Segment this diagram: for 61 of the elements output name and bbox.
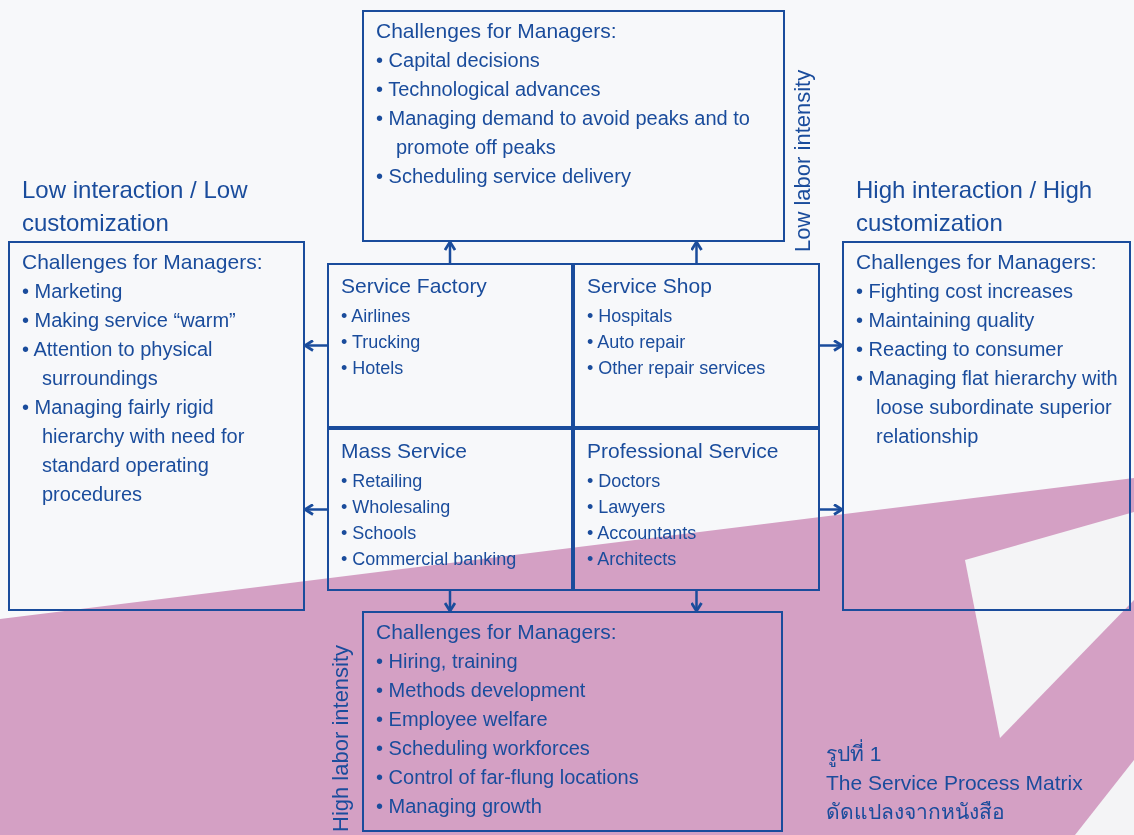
bullet-item: • Auto repair — [587, 331, 687, 354]
bullet-item: • Methods development — [376, 678, 587, 703]
arrow — [820, 503, 844, 516]
box-heading: Service Shop — [587, 273, 713, 299]
quadrant-box — [573, 428, 820, 591]
axis-heading: High interaction / High customization — [856, 175, 1094, 238]
bullet-item: • Managing fairly rigid hierarchy with need for standard operating procedures — [22, 395, 246, 507]
bullet-item: • Architects — [587, 548, 678, 571]
bullet-item: • Technological advances — [376, 77, 602, 102]
bullet-item: • Making service “warm” — [22, 308, 237, 333]
quadrant-box — [327, 428, 573, 591]
challenges-box — [362, 611, 783, 832]
bullet-item: • Scheduling service delivery — [376, 164, 632, 189]
bullet-item: • Lawyers — [587, 496, 667, 519]
bullet-item: • Retailing — [341, 470, 424, 493]
arrow — [303, 503, 327, 516]
caption-line: The Service Process Matrix — [826, 770, 1083, 796]
bullet-item: • Airlines — [341, 305, 412, 328]
arrow — [690, 240, 703, 263]
bullet-item: • Scheduling workforces — [376, 736, 591, 761]
bullet-item: • Other repair services — [587, 357, 767, 380]
box-heading: Challenges for Managers: — [376, 619, 618, 645]
bullet-item: • Employee welfare — [376, 707, 549, 732]
caption-line: รูปที่ 1 — [826, 740, 882, 767]
bullet-item: • Accountants — [587, 522, 698, 545]
arrow — [820, 339, 844, 352]
bullet-item: • Capital decisions — [376, 48, 541, 73]
caption-line: ดัดแปลงจากหนังสือ — [826, 799, 1005, 825]
bullet-item: • Fighting cost increases — [856, 279, 1075, 304]
bullet-item: • Commercial banking — [341, 548, 518, 571]
bullet-item: • Managing demand to avoid peaks and to promote off peaks — [376, 106, 751, 160]
box-heading: Challenges for Managers: — [856, 249, 1098, 275]
bullet-item: • Managing growth — [376, 794, 543, 819]
bullet-item: • Managing flat hierarchy with loose subordinate superior relationship — [856, 366, 1119, 449]
bullet-item: • Control of far-flung locations — [376, 765, 640, 790]
axis-heading: Low interaction / Low customization — [22, 175, 249, 238]
bullet-item: • Trucking — [341, 331, 422, 354]
box-heading: Service Factory — [341, 273, 488, 299]
bullet-item: • Maintaining quality — [856, 308, 1036, 333]
bullet-item: • Doctors — [587, 470, 662, 493]
box-heading: Challenges for Managers: — [376, 18, 618, 44]
arrow — [443, 591, 457, 613]
quadrant-box — [573, 263, 820, 428]
box-heading: Mass Service — [341, 438, 469, 464]
quadrant-box — [327, 263, 573, 428]
arrow — [443, 240, 457, 263]
bullet-item: • Hotels — [341, 357, 405, 380]
axis-label: Low labor intensity — [790, 69, 816, 252]
bullet-item: • Reacting to consumer — [856, 337, 1065, 362]
bullet-item: • Wholesaling — [341, 496, 452, 519]
box-heading: Challenges for Managers: — [22, 249, 264, 275]
arrow — [690, 591, 703, 613]
bullet-item: • Marketing — [22, 279, 124, 304]
bullet-item: • Schools — [341, 522, 418, 545]
arrow — [303, 339, 327, 352]
box-heading: Professional Service — [587, 438, 780, 464]
challenges-box — [362, 10, 785, 242]
bullet-item: • Hospitals — [587, 305, 674, 328]
bullet-item: • Hiring, training — [376, 649, 519, 674]
bullet-item: • Attention to physical surroundings — [22, 337, 214, 391]
axis-label: High labor intensity — [328, 644, 354, 832]
